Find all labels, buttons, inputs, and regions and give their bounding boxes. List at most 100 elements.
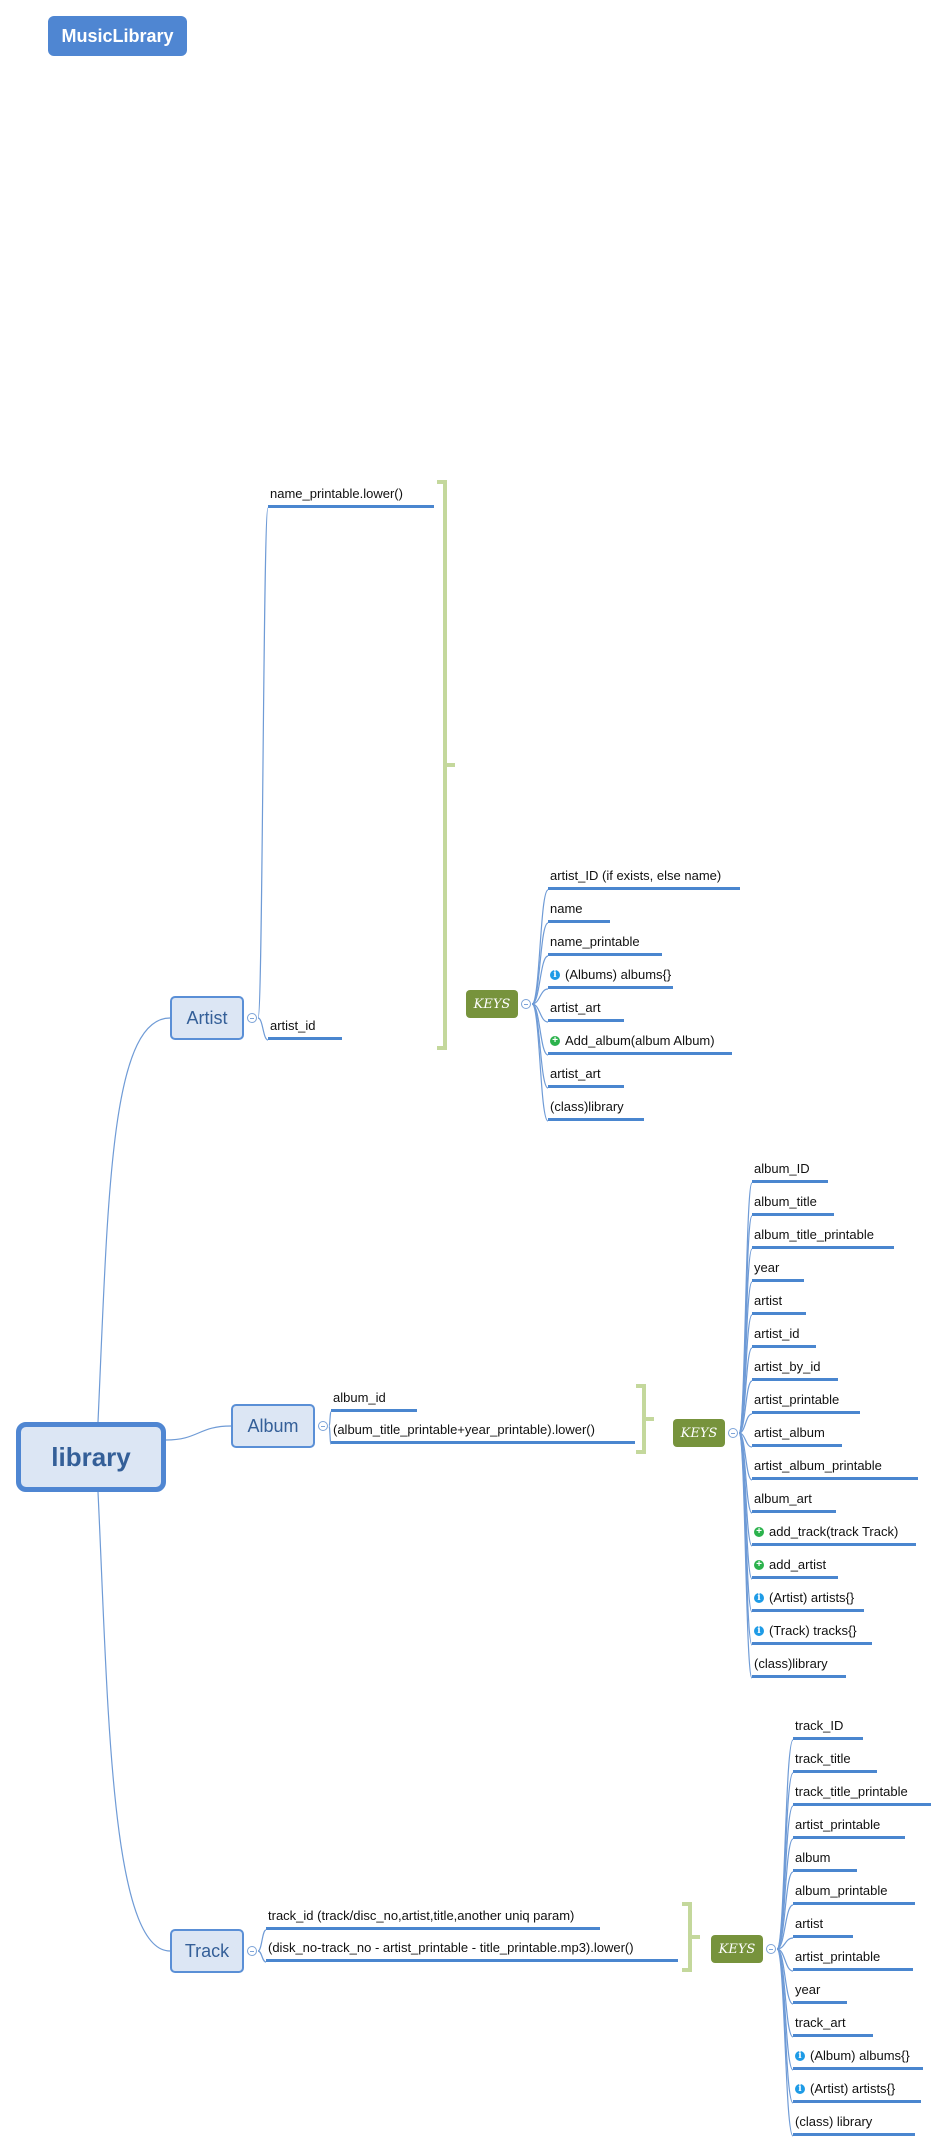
field-label: artist [754, 1293, 783, 1308]
track-field-item[interactable]: artist_printable [793, 1949, 913, 1971]
artist-field-item[interactable]: artist_art [548, 1066, 624, 1088]
field-label: artist_printable [754, 1392, 840, 1407]
info-icon [795, 2048, 805, 2064]
field-label: artist_by_id [754, 1359, 821, 1374]
track-field-item[interactable]: album_printable [793, 1883, 915, 1905]
artist-field-item[interactable]: artist_ID (if exists, else name) [548, 868, 740, 890]
field-label: artist_ID (if exists, else name) [550, 868, 722, 883]
field-label: add_track(track Track) [769, 1524, 899, 1539]
info-icon [550, 967, 560, 983]
album-keys-collapse-icon[interactable] [728, 1428, 738, 1438]
node-album[interactable]: Album [231, 1404, 315, 1448]
track-field-item[interactable]: track_title [793, 1751, 877, 1773]
field-label: artist_printable [795, 1817, 881, 1832]
artist-key-0[interactable]: name_printable.lower() [268, 486, 434, 508]
field-label: track_ID [795, 1718, 844, 1733]
track-keys-collapse-icon[interactable] [766, 1944, 776, 1954]
track-field-item[interactable]: year [793, 1982, 847, 2004]
field-label: track_art [795, 2015, 846, 2030]
album-field-item[interactable]: album_ID [752, 1161, 828, 1183]
node-artist[interactable]: Artist [170, 996, 244, 1040]
artist-collapse-icon[interactable] [247, 1013, 257, 1023]
track-key-0[interactable]: track_id (track/disc_no,artist,title,ano… [266, 1908, 600, 1930]
album-field-item[interactable]: album_art [752, 1491, 836, 1513]
album-field-item[interactable]: (Artist) artists{} [752, 1590, 864, 1612]
field-label: album_printable [795, 1883, 888, 1898]
field-label: album_art [754, 1491, 812, 1506]
track-field-item[interactable]: (Artist) artists{} [793, 2081, 921, 2103]
field-label: (class)library [550, 1099, 624, 1114]
track-key-1[interactable]: (disk_no-track_no - artist_printable - t… [266, 1940, 678, 1962]
field-label: name_printable [550, 934, 640, 949]
album-field-item[interactable]: artist [752, 1293, 806, 1315]
track-field-item[interactable]: track_title_printable [793, 1784, 931, 1806]
album-key-1[interactable]: (album_title_printable+year_printable).l… [331, 1422, 635, 1444]
node-track[interactable]: Track [170, 1929, 244, 1973]
artist-field-item[interactable]: (Albums) albums{} [548, 967, 674, 989]
field-label: artist_art [550, 1000, 601, 1015]
album-collapse-icon[interactable] [318, 1421, 328, 1431]
album-field-item[interactable]: artist_album_printable [752, 1458, 918, 1480]
root-node-library[interactable]: library [16, 1422, 166, 1492]
field-label: artist_printable [795, 1949, 881, 1964]
album-field-item[interactable]: artist_id [752, 1326, 816, 1348]
track-field-item[interactable]: album [793, 1850, 857, 1872]
track-field-item[interactable]: artist_printable [793, 1817, 905, 1839]
field-label: (Artist) artists{} [769, 1590, 855, 1605]
field-label: (Track) tracks{} [769, 1623, 857, 1638]
field-label: artist_art [550, 1066, 601, 1081]
field-label: (Artist) artists{} [810, 2081, 896, 2096]
field-label: year [795, 1982, 821, 1997]
field-label: album_title [754, 1194, 817, 1209]
field-label: album [795, 1850, 831, 1865]
field-label: album_ID [754, 1161, 810, 1176]
map-title-badge[interactable]: MusicLibrary [48, 16, 187, 56]
field-label: year [754, 1260, 780, 1275]
field-label: (class)library [754, 1656, 828, 1671]
artist-keys-collapse-icon[interactable] [521, 999, 531, 1009]
plus-icon [754, 1557, 764, 1573]
field-label: album_title_printable [754, 1227, 874, 1242]
track-field-item[interactable]: track_ID [793, 1718, 863, 1740]
track-field-item[interactable]: (Album) albums{} [793, 2048, 923, 2070]
track-collapse-icon[interactable] [247, 1946, 257, 1956]
track-field-item[interactable]: artist [793, 1916, 853, 1938]
album-field-item[interactable]: year [752, 1260, 804, 1282]
plus-icon [754, 1524, 764, 1540]
info-icon [795, 2081, 805, 2097]
album-field-item[interactable]: add_track(track Track) [752, 1524, 916, 1546]
album-field-item[interactable]: artist_printable [752, 1392, 860, 1414]
track-field-item[interactable]: track_art [793, 2015, 873, 2037]
album-key-0[interactable]: album_id [331, 1390, 417, 1412]
artist-field-item[interactable]: Add_album(album Album) [548, 1033, 732, 1055]
album-field-item[interactable]: (class)library [752, 1656, 846, 1678]
info-icon [754, 1623, 764, 1639]
artist-key-1[interactable]: artist_id [268, 1018, 342, 1040]
track-field-item[interactable]: (class) library [793, 2114, 915, 2136]
album-field-item[interactable]: add_artist [752, 1557, 838, 1579]
album-field-item[interactable]: album_title_printable [752, 1227, 894, 1249]
field-label: Add_album(album Album) [565, 1033, 715, 1048]
field-label: artist_album [754, 1425, 825, 1440]
artist-field-item[interactable]: (class)library [548, 1099, 644, 1121]
field-label: (class) library [795, 2114, 873, 2129]
field-label: track_title_printable [795, 1784, 908, 1799]
track-keys-box[interactable]: KEYS [711, 1935, 763, 1963]
field-label: artist_album_printable [754, 1458, 882, 1473]
album-field-item[interactable]: (Track) tracks{} [752, 1623, 872, 1645]
album-field-item[interactable]: album_title [752, 1194, 834, 1216]
field-label: name [550, 901, 583, 916]
album-field-item[interactable]: artist_album [752, 1425, 842, 1447]
album-keys-box[interactable]: KEYS [673, 1419, 725, 1447]
artist-field-item[interactable]: artist_art [548, 1000, 624, 1022]
artist-keys-box[interactable]: KEYS [466, 990, 518, 1018]
artist-field-item[interactable]: name_printable [548, 934, 662, 956]
field-label: (Album) albums{} [810, 2048, 910, 2063]
field-label: add_artist [769, 1557, 827, 1572]
album-field-item[interactable]: artist_by_id [752, 1359, 838, 1381]
field-label: artist [795, 1916, 824, 1931]
field-label: track_title [795, 1751, 851, 1766]
field-label: artist_id [754, 1326, 800, 1341]
artist-field-item[interactable]: name [548, 901, 610, 923]
